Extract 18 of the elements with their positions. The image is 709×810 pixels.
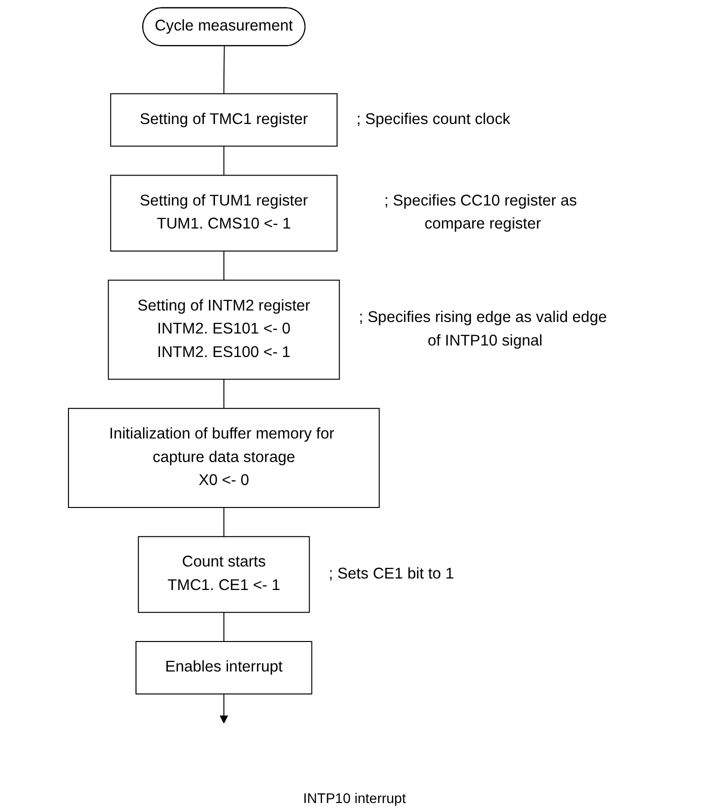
node-box: Count starts TMC1. CE1 <- 1: [138, 536, 310, 613]
arrow: [220, 693, 228, 724]
node-label: ; Sets CE1 bit to 1: [328, 566, 454, 582]
connector: [223, 250, 224, 281]
node-label: ; Specifies CC10 register as compare register: [384, 192, 577, 233]
node-label: ; Specifies count clock: [356, 111, 510, 128]
node-box: Enables interrupt: [136, 641, 312, 694]
connector: [223, 612, 224, 642]
connector: [223, 146, 224, 176]
connector: [223, 507, 224, 538]
node-box: Setting of TUM1 register TUM1. CMS10 <- 1: [110, 174, 338, 252]
node-box: Setting of TMC1 register: [110, 93, 338, 147]
node-label: ; Specifies rising edge as valid edge of INTP10 signal: [358, 309, 607, 350]
node-box: Setting of INTM2 register INTM2. ES101 <- 0 INTM2. ES100 <- 1: [108, 280, 340, 380]
node-box: Initialization of buffer memory for capture data storage X0 <- 0: [68, 408, 380, 508]
connector: [223, 46, 225, 94]
connector: [223, 378, 224, 409]
note-text: INTP10 interrupt: [303, 790, 406, 806]
